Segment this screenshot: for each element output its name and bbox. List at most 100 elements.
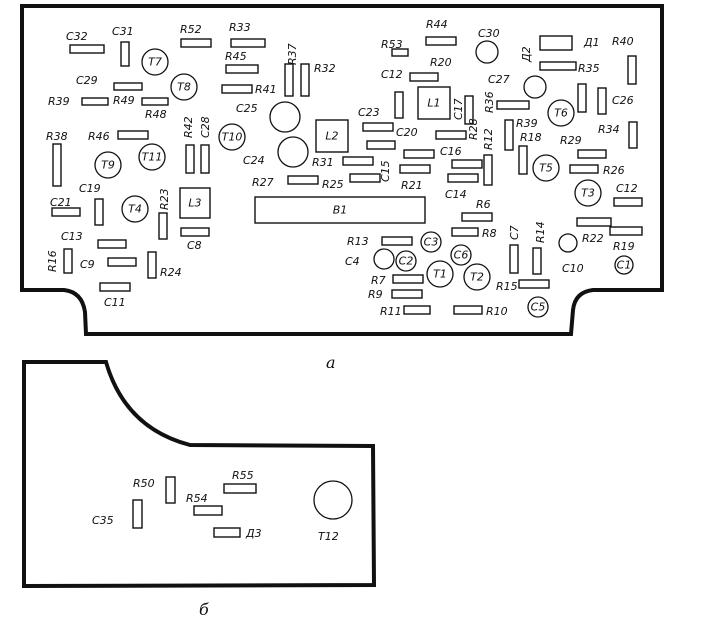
part-r35b — [577, 83, 587, 113]
label-c35: C35 — [92, 514, 114, 527]
transistor-t8 — [170, 73, 198, 101]
board-b-outline — [22, 360, 377, 589]
label-c28: C28 — [199, 116, 212, 138]
label-c10: C10 — [562, 262, 584, 275]
label-r19: R19 — [613, 240, 635, 253]
part-r50 — [165, 476, 176, 504]
label-c30: C30 — [478, 27, 500, 40]
part-r27 — [287, 175, 319, 185]
label-r15: R15 — [496, 280, 518, 293]
part-r34 — [628, 121, 638, 149]
part-c17 — [464, 95, 474, 125]
part-c29 — [113, 82, 143, 91]
label-r39: R39 — [48, 95, 70, 108]
label-t9: T9 — [101, 159, 115, 172]
part-r39b — [504, 119, 514, 151]
label-r41: R41 — [255, 83, 277, 96]
part-r9 — [391, 289, 423, 299]
part-c23 — [362, 122, 394, 132]
label-c19: C19 — [79, 182, 101, 195]
coil-l2 — [315, 119, 349, 153]
part-r15 — [518, 279, 550, 289]
label-r31: R31 — [312, 156, 334, 169]
part-r39 — [81, 97, 109, 106]
capacitor-c10 — [558, 233, 578, 253]
label-r7: R7 — [371, 274, 386, 287]
part-r55 — [223, 483, 257, 494]
capacitor-c5 — [527, 296, 549, 318]
label-c8: C8 — [187, 239, 202, 252]
label-t7: T7 — [148, 56, 162, 69]
label-c12b: C12 — [616, 182, 638, 195]
label-r34: R34 — [598, 123, 620, 136]
part-r13 — [381, 236, 413, 246]
capacitor-c4 — [373, 248, 395, 270]
label-t4: T4 — [128, 203, 142, 216]
label-d2: Д2 — [520, 46, 533, 63]
label-r32: R32 — [314, 62, 336, 75]
transistor-t7 — [141, 48, 169, 76]
part-r33 — [230, 38, 266, 48]
label-r54: R54 — [186, 492, 208, 505]
label-c12a: C12 — [381, 68, 403, 81]
label-c4: C4 — [345, 255, 360, 268]
label-r20: R20 — [430, 56, 452, 69]
label-t2: T2 — [470, 271, 484, 284]
label-r42: R42 — [182, 116, 195, 138]
part-r24 — [147, 251, 157, 279]
label-c29: C29 — [76, 74, 98, 87]
label-c6: C6 — [454, 249, 469, 262]
part-r25 — [349, 173, 381, 183]
part-c31 — [120, 41, 130, 67]
label-r13: R13 — [347, 235, 369, 248]
label-l1: L1 — [427, 97, 440, 110]
part-r23 — [158, 212, 168, 240]
label-r23: R23 — [158, 188, 171, 210]
part-c20 — [366, 140, 396, 150]
part-c21 — [51, 207, 81, 217]
label-t5: T5 — [539, 162, 553, 175]
label-d3: Д3 — [245, 527, 262, 540]
label-r40: R40 — [612, 35, 634, 48]
label-r45: R45 — [225, 50, 247, 63]
part-c13 — [97, 239, 127, 249]
label-c26: C26 — [612, 94, 634, 107]
label-t11: T11 — [142, 151, 163, 164]
part-c19 — [94, 198, 104, 226]
transistor-t12 — [313, 480, 353, 520]
label-c32: C32 — [66, 30, 88, 43]
label-r46: R46 — [88, 130, 110, 143]
label-r9: R9 — [368, 288, 383, 301]
label-r18: R18 — [520, 131, 542, 144]
transistor-t5 — [532, 154, 560, 182]
label-t12: T12 — [318, 530, 339, 543]
label-r35: R35 — [578, 62, 600, 75]
capacitor-c6 — [450, 244, 472, 266]
capacitor-c27 — [523, 75, 547, 99]
part-c14 — [447, 173, 479, 183]
capacitor-c24 — [277, 136, 309, 168]
part-c11 — [99, 282, 131, 292]
capacitor-c2 — [395, 250, 417, 272]
label-r25: R25 — [322, 178, 344, 191]
label-b1: B1 — [333, 204, 348, 217]
label-c2: C2 — [399, 255, 414, 268]
caption-b: б — [199, 600, 209, 619]
part-c35 — [132, 499, 143, 529]
part-r21 — [399, 164, 431, 174]
label-r36: R36 — [483, 91, 496, 113]
label-c13: C13 — [61, 230, 83, 243]
label-c24: C24 — [243, 154, 265, 167]
label-c23: C23 — [358, 106, 380, 119]
label-c9: C9 — [80, 258, 95, 271]
transistor-t4 — [121, 195, 149, 223]
board-a-outline — [20, 4, 664, 336]
label-r27: R27 — [252, 176, 274, 189]
coil-l3 — [179, 187, 211, 219]
diode-d1 — [539, 35, 573, 51]
part-r32 — [300, 63, 310, 97]
diode-d3 — [213, 527, 241, 538]
label-c7: C7 — [508, 225, 521, 240]
label-t8: T8 — [177, 81, 191, 94]
